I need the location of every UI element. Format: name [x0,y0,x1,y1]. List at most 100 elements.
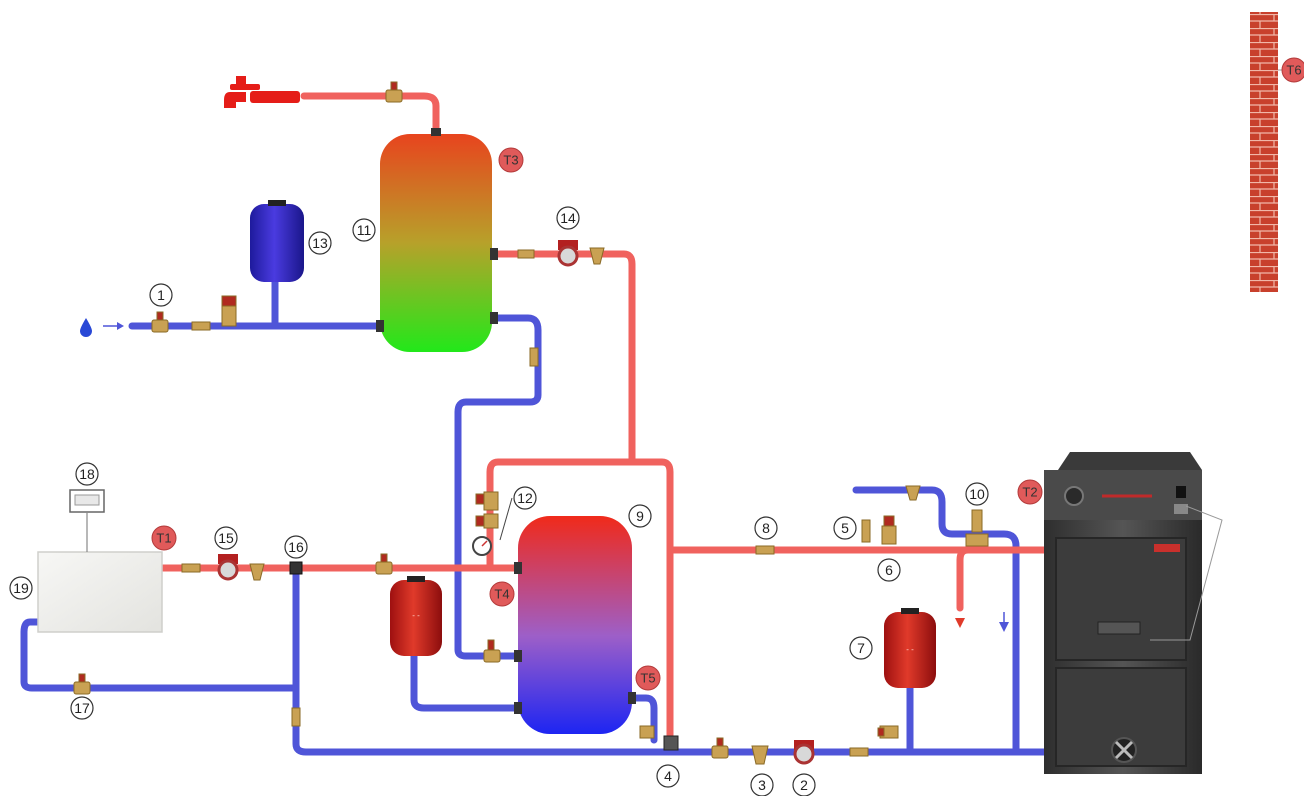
label-10: 10 [969,486,985,502]
pump-15 [217,554,239,581]
valve-return-handle [716,737,724,747]
label-8: 8 [762,520,770,536]
expansion-vessel-buffer: - - [390,576,442,656]
filter-3 [751,745,769,765]
callout-2 [792,773,816,796]
expansion-vessel-7: - - [884,608,936,688]
discharge-arrow-head [955,618,965,628]
thermal-valve-10 [971,509,983,533]
callout-19 [9,576,33,600]
fitting-inlet [191,321,211,331]
label-3: 3 [758,777,766,793]
sensor-t6-label: T6 [1286,63,1301,78]
cold-pipes [20,278,1050,756]
label-11: 11 [357,222,372,238]
label-17: 17 [74,700,90,716]
safety-valve-12 [483,491,499,511]
label-14: 14 [560,210,576,226]
fitting-boiler-return [849,747,869,757]
label-19: 19 [13,580,29,596]
sensor-t3-label: T3 [503,153,518,168]
valve-1-handle [156,311,164,321]
dhw-to-buffer-pipe [454,314,542,660]
tap-valve [385,89,403,103]
main-return-pipe [292,564,1050,756]
valve-radiator-supply-handle [380,553,388,563]
valves [73,81,989,765]
callout-6 [877,558,901,582]
drain-valve [639,725,655,739]
sensor-t1-badge [151,525,177,551]
sensor-t2-label: T2 [1022,485,1037,500]
sensor-t5-badge [635,665,661,691]
valve-boiler-return-top [905,485,921,501]
safety-valve-6-cap [883,515,895,527]
faucet-icon [224,76,300,108]
callout-4 [656,764,680,788]
tee-4 [663,735,679,751]
svg-text:- -: - - [906,645,914,654]
callout-10 [965,482,989,506]
inlet-arrow-head [117,322,124,330]
water-drop-icon [80,318,92,337]
safety-discharge-pipe [956,546,982,612]
svg-text:- -: - - [412,611,420,620]
label-6: 6 [885,562,893,578]
callout-17 [70,696,94,720]
callout-1 [149,283,173,307]
callout-14 [556,206,580,230]
label-4: 4 [664,768,672,784]
callout-16 [284,535,308,559]
fitting-coil [517,249,535,259]
valve-17 [73,681,91,695]
sensor-t5-label: T5 [640,671,655,686]
air-vent-5 [861,519,871,543]
safety-valve-12-cap [475,493,485,505]
fitting-radiator-supply [181,563,201,573]
label-16: 16 [288,539,304,555]
room-thermostat [69,489,105,552]
sensor-t3-badge [498,147,524,173]
sensor-t6-badge [1281,57,1304,83]
dhw-tank [376,128,498,352]
callout-7 [849,636,873,660]
boiler [1044,452,1223,774]
pump-2 [793,740,815,765]
radiator [37,551,163,633]
sensor-t4-badge [489,581,515,607]
boiler-return-pipe [852,486,1020,756]
callout-3 [750,773,774,796]
number-labels: 1 2 3 4 5 6 7 8 9 10 11 12 13 14 15 16 1… [13,210,985,793]
air-vent-12-cap [475,515,485,527]
sensor-t4-label: T4 [494,587,509,602]
tee-16 [289,561,303,575]
label-1: 1 [157,287,165,303]
safety-valve-inlet [221,305,237,327]
tap-valve-handle [390,81,398,91]
callout-9 [628,504,652,528]
safety-valve-inlet-cap [221,295,237,307]
label-12: 12 [517,490,533,506]
safety-valve-6 [881,525,897,545]
valve-buffer-return-handle [487,639,495,651]
sensor-labels: T1 T2 T3 T4 T5 T6 [156,63,1301,686]
fitting-dhw-return [529,347,539,367]
hot-riser-pipe [628,458,674,744]
check-valve-14 [589,247,605,265]
buffer-expansion-pipe [410,650,524,712]
label-13: 13 [312,235,328,251]
sensor-t2-badge [1017,479,1043,505]
callout-12 [513,486,537,510]
return-arrow-head [999,622,1009,632]
buffer-tank [514,516,636,734]
sensor-badges [151,57,1304,691]
pump-14 [557,240,579,267]
hot-tap-pipe [300,92,440,136]
valve-1 [151,319,169,333]
check-valve-15 [249,563,265,581]
valve-radiator-supply [375,561,393,575]
valve-17-handle [78,673,86,683]
label-7: 7 [857,640,865,656]
air-vent-12 [483,513,499,529]
